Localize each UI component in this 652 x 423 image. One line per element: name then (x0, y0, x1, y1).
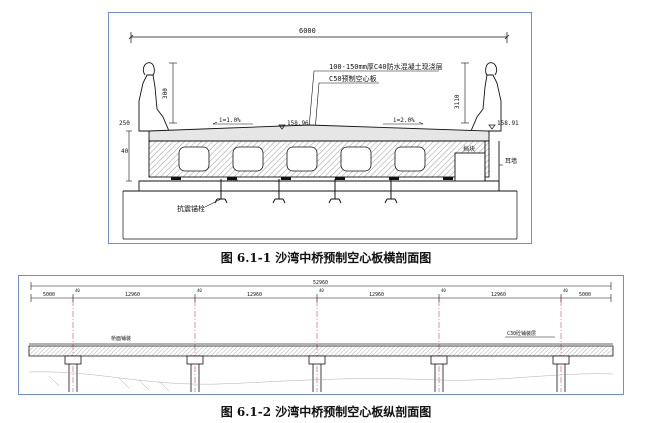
gap-mark-1: 40 (75, 288, 80, 293)
elevation-left: 158.96 (287, 120, 309, 127)
hollow-voids (178, 146, 426, 172)
span-5: 12960 (491, 292, 506, 298)
longitudinal-section-figure: 52960 5000 12960 12960 12960 12960 5000 … (18, 275, 624, 395)
right-curb-block (454, 141, 500, 191)
right-barrier (470, 62, 502, 132)
abutment-outline (122, 191, 518, 240)
deck-profile (28, 343, 614, 357)
span-4: 12960 (369, 292, 384, 298)
pier-cap (123, 180, 517, 192)
span-6: 5000 (579, 292, 591, 298)
total-dimension-label: 52960 (313, 280, 328, 286)
gap-mark-5: 40 (563, 288, 568, 293)
ear-wall-label: 耳墙 (505, 157, 517, 165)
overall-dimension-label: 6000 (299, 27, 316, 35)
pavement-note-right: C30砼铺装层 (507, 330, 536, 337)
longitudinal-section-drawing: 52960 5000 12960 12960 12960 12960 5000 … (28, 280, 614, 392)
dim-250: 250 (119, 120, 130, 127)
dim-40: 40 (121, 148, 129, 155)
ground-lines (28, 371, 614, 392)
slab-note: C50预制空心板 (329, 74, 377, 83)
deck-pavement (148, 124, 490, 142)
slope-right-label: i=2.0% (393, 117, 415, 124)
curb-label: 挡块 (463, 145, 475, 153)
rail-height-dims (169, 62, 469, 124)
cross-section-figure: 6000 100-150mm厚C40防水混凝土现浇层 C50预制空心板 300 … (108, 12, 532, 244)
figure2-caption: 图 6.1-2 沙湾中桥预制空心板纵剖面图 (220, 405, 432, 419)
slope-arrows (212, 121, 424, 125)
overall-dimension (128, 32, 510, 43)
rail-height-right: 3110 (454, 94, 461, 109)
slope-left-label: i=1.0% (219, 117, 241, 124)
pavement-note-left: 桥面铺装 (111, 335, 131, 342)
span-dimension-line (30, 294, 612, 302)
bearing-pads (171, 177, 453, 180)
span-3: 12960 (247, 292, 262, 298)
gap-mark-4: 40 (441, 288, 446, 293)
figure1-caption: 图 6.1-1 沙湾中桥预制空心板横剖面图 (220, 251, 432, 265)
total-dimension (30, 282, 612, 290)
gap-mark-3: 40 (319, 288, 324, 293)
piers (64, 355, 570, 392)
note-leaders (308, 70, 439, 132)
elevation-right: 158.91 (497, 120, 519, 127)
rail-height-left: 300 (162, 88, 169, 99)
left-side-dims (126, 130, 132, 182)
gap-mark-2: 40 (197, 288, 202, 293)
cross-section-drawing: 6000 100-150mm厚C40防水混凝土现浇层 C50预制空心板 300 … (119, 27, 519, 240)
left-barrier (138, 62, 170, 132)
pavement-note: 100-150mm厚C40防水混凝土现浇层 (329, 62, 443, 71)
span-2: 12960 (125, 292, 140, 298)
anchor-bolt-label: 抗震锚栓 (177, 204, 205, 213)
span-1: 5000 (43, 292, 55, 298)
elevation-markers (278, 124, 496, 130)
